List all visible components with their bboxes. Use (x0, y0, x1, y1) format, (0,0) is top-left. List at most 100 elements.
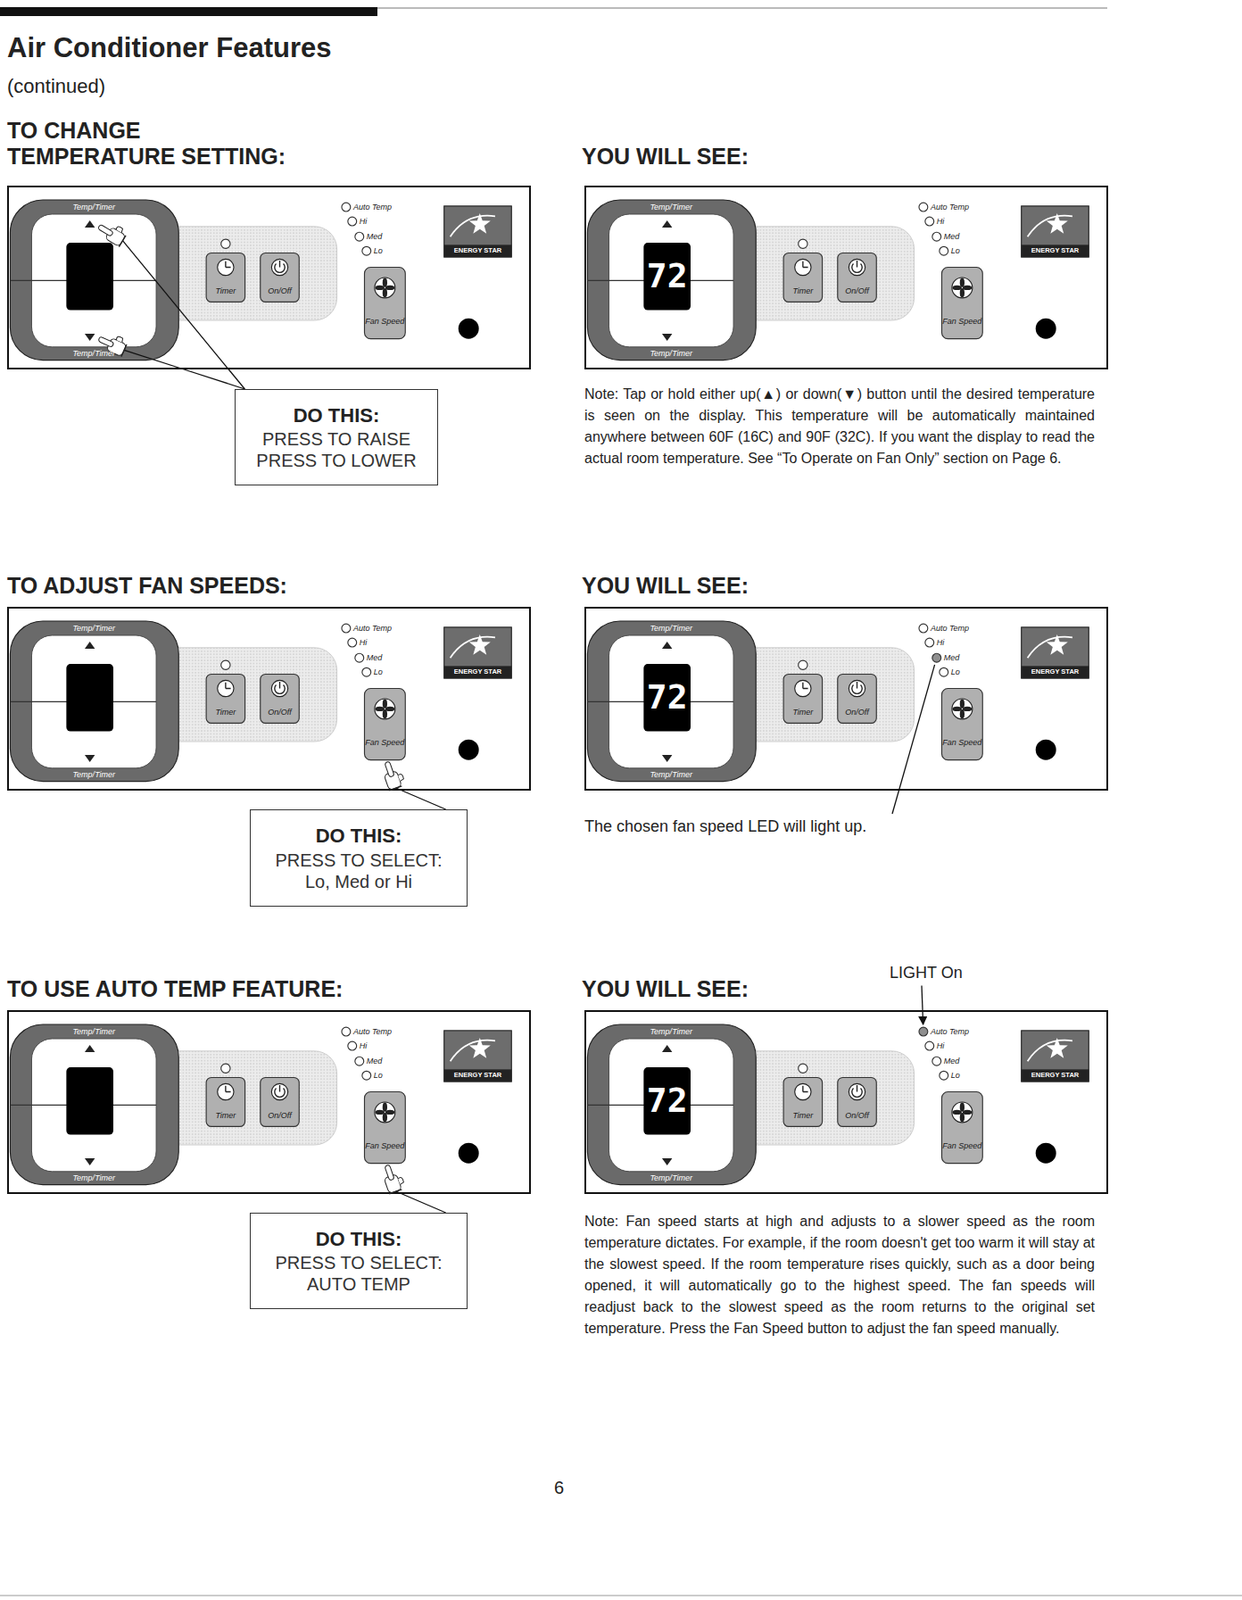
fan-blade (375, 706, 385, 712)
timer-button (206, 253, 245, 303)
bezel-label: Temp/Timer (72, 769, 116, 779)
hand-thumb (115, 225, 125, 233)
pointing-hand (95, 217, 129, 248)
fan-led (347, 1041, 357, 1051)
control-panel: Temp/TimerTemp/TimerAuto TempHiMedLoTime… (584, 1010, 1109, 1194)
energy-star-swoosh (450, 1040, 496, 1062)
fan-blade (385, 285, 395, 290)
button-label: Timer (792, 707, 813, 717)
fan-blade (960, 1112, 965, 1122)
clock-hands (803, 261, 809, 268)
panel-frame (8, 186, 530, 369)
box-instruction: PRESS TO LOWER (247, 449, 426, 472)
sensor-dot (458, 318, 480, 340)
fan-blade (382, 1102, 388, 1112)
logo-text: ENERGY STAR (454, 247, 502, 256)
control-panel-art (9, 199, 512, 370)
energy-star-logo (444, 206, 513, 257)
up-arrow (84, 1044, 95, 1052)
note-text: Note: Fan speed starts at high and adjus… (584, 1210, 1095, 1340)
energy-star-swoosh (1027, 215, 1073, 238)
box-instruction: PRESS TO RAISE (247, 428, 426, 450)
led-label: Med (366, 231, 383, 241)
temperature-display: 72 (646, 256, 688, 297)
power-icon (271, 1083, 288, 1100)
button-label: Timer (215, 286, 236, 296)
fan-led (925, 1041, 935, 1051)
fan-blade (385, 1109, 395, 1115)
power-icon (271, 258, 288, 275)
energy-star-swoosh (1027, 1040, 1073, 1062)
up-arrow (662, 641, 672, 649)
hand-finger (384, 1164, 395, 1181)
up-arrow (662, 1044, 672, 1052)
instruction-box: DO THIS:PRESS TO RAISEPRESS TO LOWER (234, 389, 439, 486)
page-number: 6 (554, 1476, 564, 1499)
energy-star-logo (444, 1030, 513, 1082)
fan-blade (375, 1109, 385, 1115)
fan-led (919, 623, 928, 633)
power-symbol (852, 260, 862, 273)
bezel-label: Temp/Timer (649, 623, 693, 633)
hand-finger (98, 223, 115, 237)
fan-icon (952, 277, 973, 299)
control-panel-art (9, 1024, 512, 1194)
clock-icon (794, 679, 812, 696)
led-label: Auto Temp (930, 1026, 969, 1036)
sensor-dot (1035, 1142, 1057, 1164)
fan-speed-button (941, 267, 983, 340)
fan-blade (382, 288, 388, 298)
button-label: Fan Speed (941, 1141, 983, 1151)
power-button (260, 253, 299, 303)
button-label: Timer (215, 707, 236, 717)
energy-star-swoosh (1027, 637, 1073, 659)
leader-line (396, 1191, 403, 1194)
display-window (66, 663, 114, 732)
bezel-label: Temp/Timer (649, 1172, 693, 1182)
instruction-box: DO THIS:PRESS TO SELECT: AUTO TEMP (249, 1212, 468, 1309)
page-title: Air Conditioner Features (7, 32, 332, 65)
bezel-label: Temp/Timer (72, 347, 116, 357)
fan-blade (960, 709, 965, 719)
hand-cuff (389, 1189, 402, 1194)
control-bezel (9, 1024, 179, 1185)
leader-line (183, 369, 245, 390)
timer-led (221, 660, 231, 670)
hand-thumb (115, 335, 125, 342)
led-label: Med (943, 653, 961, 663)
fan-blade (962, 285, 972, 290)
logo-text: ENERGY STAR (1031, 247, 1079, 256)
led-label: Lo (951, 1070, 961, 1080)
led-label: Hi (936, 637, 945, 647)
logo-text: ENERGY STAR (454, 1071, 502, 1080)
control-bezel (9, 199, 179, 361)
timer-button (783, 674, 822, 724)
clock-hands (803, 1085, 809, 1093)
fan-blade (382, 709, 388, 719)
hand-finger (384, 761, 395, 778)
control-panel-art (587, 1024, 1089, 1185)
logo-strip (1021, 244, 1090, 257)
fan-led (341, 1026, 351, 1036)
sensor-dot (1035, 318, 1057, 340)
hand-cuff (121, 344, 127, 357)
temperature-display: 72 (646, 1081, 688, 1121)
hand-finger (98, 336, 115, 348)
fan-led (919, 202, 928, 212)
power-button (837, 253, 877, 303)
logo-text: ENERGY STAR (1031, 1071, 1079, 1080)
panel-frame (585, 186, 1108, 369)
box-heading: DO THIS: (315, 1226, 403, 1253)
timer-led (221, 1063, 231, 1073)
leader-line (396, 787, 403, 791)
box-instruction: PRESS TO SELECT: Lo, Med or Hi (269, 849, 448, 893)
timer-button (206, 1077, 245, 1127)
subtitle: (continued) (7, 74, 106, 99)
fan-blade (960, 278, 965, 288)
up-arrow (662, 220, 672, 228)
led-label: Hi (359, 216, 368, 226)
clock-hands (803, 682, 809, 689)
control-panel: Temp/TimerTemp/TimerAuto TempHiMedLoTime… (7, 1010, 531, 1194)
fan-led (925, 637, 935, 647)
leader-line (124, 349, 184, 370)
